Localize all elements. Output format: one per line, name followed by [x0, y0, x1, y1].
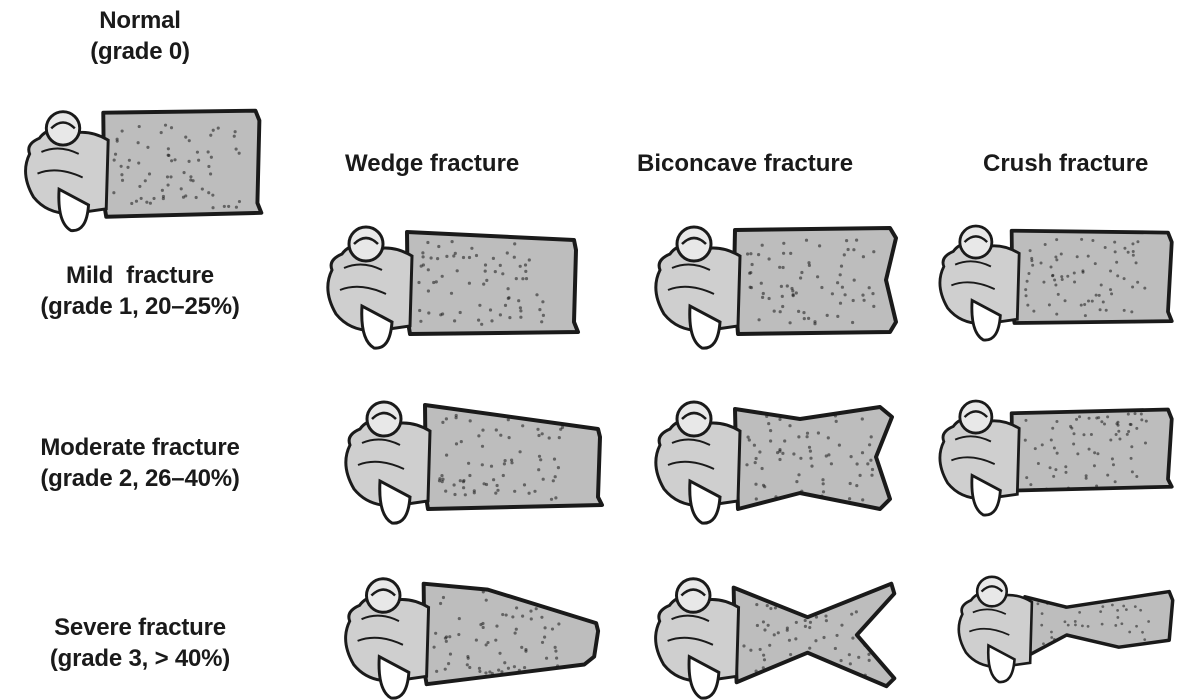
row-label-mild-title: Mild fracture [0, 260, 280, 291]
vertebra-biconcave-moderate-illustration [640, 385, 915, 525]
vertebra-svg [312, 210, 592, 350]
vertebra-svg [640, 385, 915, 525]
column-header-crush: Crush fracture [983, 150, 1148, 178]
vertebra-crush-severe-illustration [945, 562, 1184, 700]
row-label-mild-grade: (grade 1, 20–25%) [0, 291, 280, 322]
column-header-biconcave: Biconcave fracture [637, 150, 853, 178]
vertebra-svg [925, 210, 1184, 350]
vertebra-normal-illustration [10, 95, 280, 245]
vertebra-svg [10, 95, 280, 245]
row-label-normal-grade: (grade 0) [50, 36, 230, 67]
vertebra-svg [640, 562, 915, 700]
vertebra-svg [925, 385, 1184, 525]
row-label-moderate-grade: (grade 2, 26–40%) [0, 463, 280, 494]
row-label-moderate-title: Moderate fracture [0, 432, 280, 463]
vertebra-biconcave-mild-illustration [640, 210, 915, 350]
vertebra-wedge-moderate-illustration [330, 385, 605, 525]
row-label-moderate: Moderate fracture (grade 2, 26–40%) [0, 432, 280, 494]
vertebra-svg [640, 210, 915, 350]
vertebra-svg [330, 385, 605, 525]
vertebra-svg [945, 562, 1184, 700]
vertebra-wedge-mild-illustration [312, 210, 592, 350]
row-label-mild: Mild fracture (grade 1, 20–25%) [0, 260, 280, 322]
row-label-normal: Normal (grade 0) [50, 5, 230, 67]
vertebra-crush-mild-illustration [925, 210, 1184, 350]
row-label-normal-title: Normal [50, 5, 230, 36]
vertebra-crush-moderate-illustration [925, 385, 1184, 525]
vertebra-biconcave-severe-illustration [640, 562, 915, 700]
row-label-severe-grade: (grade 3, > 40%) [0, 643, 280, 674]
vertebra-svg [330, 562, 605, 700]
row-label-severe-title: Severe fracture [0, 612, 280, 643]
row-label-severe: Severe fracture (grade 3, > 40%) [0, 612, 280, 674]
vertebra-wedge-severe-illustration [330, 562, 605, 700]
column-header-wedge: Wedge fracture [345, 150, 519, 178]
